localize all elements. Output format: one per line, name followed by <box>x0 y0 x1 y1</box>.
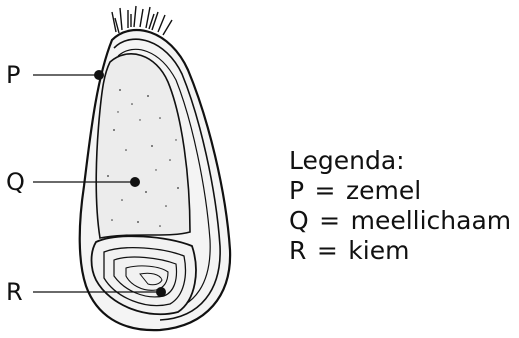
legend: Legenda: P = zemel Q = meellichaam R = k… <box>289 146 511 266</box>
legend-value: meellichaam <box>351 206 512 235</box>
legend-item-r: R = kiem <box>289 236 511 266</box>
marker-q <box>130 177 140 187</box>
legend-key: P <box>289 176 304 205</box>
legend-equals: = <box>317 206 343 236</box>
legend-item-q: Q = meellichaam <box>289 206 511 236</box>
label-q: Q <box>6 170 25 194</box>
legend-key: Q <box>289 206 309 235</box>
legend-title: Legenda: <box>289 146 511 176</box>
legend-key: R <box>289 236 306 265</box>
label-p: P <box>6 63 20 87</box>
legend-value: zemel <box>346 176 421 205</box>
legend-item-p: P = zemel <box>289 176 511 206</box>
marker-r <box>156 287 166 297</box>
legend-value: kiem <box>348 236 409 265</box>
marker-p <box>94 70 104 80</box>
legend-equals: = <box>314 236 340 266</box>
label-r: R <box>6 280 23 304</box>
legend-equals: = <box>312 176 338 206</box>
